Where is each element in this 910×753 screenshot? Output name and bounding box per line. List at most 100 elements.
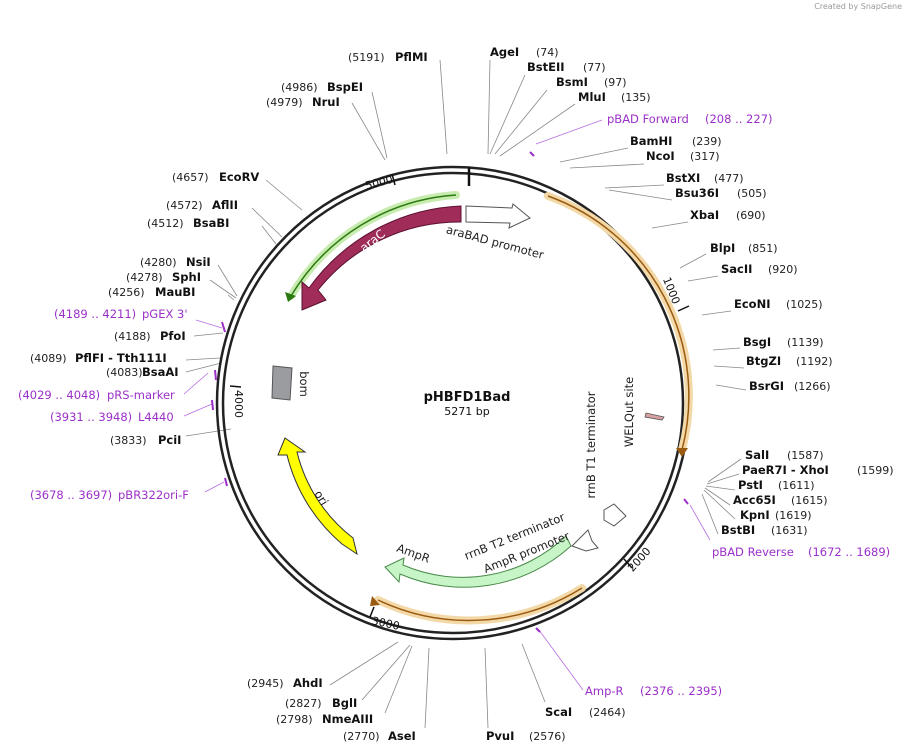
site-name: MauBI	[155, 285, 195, 299]
primer-range: (4029 .. 4048)	[18, 388, 100, 402]
tick-label-4000: 4000	[232, 390, 245, 418]
site-name: PfoI	[160, 329, 186, 343]
site-name: AgeI	[490, 45, 519, 59]
site-pos: (4979)	[266, 96, 303, 109]
site-name: EcoRV	[219, 170, 259, 184]
site-name: PciI	[158, 433, 181, 447]
site-pos: (4986)	[281, 81, 318, 94]
site-pos: (2464)	[589, 706, 626, 719]
site-pos: (4657)	[172, 171, 209, 184]
site-name: BsaAI	[142, 365, 179, 379]
site-pos: (2827)	[285, 697, 322, 710]
site-name: BsrGI	[749, 379, 784, 393]
site-name: EcoNI	[734, 297, 770, 311]
araC-feature[interactable]	[301, 205, 462, 311]
primer-name: pRS-marker	[107, 388, 175, 402]
site-pos: (4280)	[140, 256, 177, 269]
backbone-inner	[221, 171, 685, 635]
site-pos: (2770)	[343, 730, 380, 743]
orange-track-2-arrow	[370, 596, 380, 606]
site-pos: (1266)	[794, 380, 831, 393]
site-name: BstEII	[527, 60, 565, 74]
site-pos: (1631)	[771, 524, 808, 537]
green-track	[290, 194, 457, 297]
orange-track-2	[377, 587, 583, 622]
primer-labels: pBAD Forward (208 .. 227) pBAD Reverse (…	[18, 112, 890, 698]
site-pos: (1619)	[775, 509, 812, 522]
primer-range: (1672 .. 1689)	[808, 545, 890, 559]
site-name: PflFI - Tth111I	[75, 351, 167, 365]
bom-label: bom	[297, 371, 311, 397]
site-pos: (4512)	[147, 217, 184, 230]
site-name: PstI	[738, 478, 763, 492]
site-pos: (135)	[621, 91, 651, 104]
bom-feature[interactable]	[271, 365, 293, 401]
araBAD-promoter-feature[interactable]	[465, 203, 531, 229]
site-name: XbaI	[690, 208, 719, 222]
site-pos: (2576)	[529, 730, 566, 743]
primer-range: (3678 .. 3697)	[30, 488, 112, 502]
snapgene-credit: Created by SnapGene	[814, 2, 902, 11]
site-pos: (2798)	[276, 713, 313, 726]
site-pos: (1192)	[796, 355, 833, 368]
position-ticks	[229, 173, 690, 618]
primer-range: (208 .. 227)	[705, 112, 773, 126]
rrnB-T1-terminator-label: rrnB T1 terminator	[584, 391, 598, 498]
site-pos: (97)	[604, 76, 627, 89]
site-name: AseI	[388, 729, 416, 743]
site-pos: (2945)	[247, 677, 284, 690]
site-name: NmeAIII	[322, 712, 373, 726]
primer-name: L4440	[138, 410, 174, 424]
orange-track-1-arrow	[676, 448, 688, 457]
site-name: BspEI	[327, 80, 363, 94]
site-name: SacII	[721, 262, 752, 276]
ampR-promoter-feature[interactable]	[571, 529, 599, 552]
site-name: MluI	[578, 90, 606, 104]
site-name: KpnI	[740, 508, 770, 522]
primer-name: pBR322ori-F	[118, 488, 189, 502]
plasmid-size: 5271 bp	[444, 405, 489, 418]
site-name: SphI	[172, 270, 201, 284]
site-pos: (4572)	[166, 199, 203, 212]
site-pos: (4278)	[126, 271, 163, 284]
site-pos: (1599)	[857, 464, 894, 477]
site-pos: (690)	[736, 209, 766, 222]
site-pos: (477)	[714, 172, 744, 185]
restriction-sites: (5191) PflMI AgeI (74) BstEII (77) BsmI …	[30, 45, 894, 743]
site-name: BtgZI	[746, 354, 781, 368]
site-name: BlpI	[710, 241, 735, 255]
site-pos: (851)	[748, 242, 778, 255]
site-name: AhdI	[293, 676, 323, 690]
site-pos: (317)	[690, 150, 720, 163]
site-name: BsmI	[556, 75, 588, 89]
site-pos: (1025)	[786, 298, 823, 311]
site-pos: (1587)	[787, 449, 824, 462]
rrnB-T1-feature[interactable]	[603, 503, 627, 527]
site-pos: (3833)	[110, 434, 147, 447]
site-pos: (4188)	[114, 330, 151, 343]
primer-connectors	[183, 119, 711, 691]
ampR-feature[interactable]	[384, 535, 572, 588]
site-name: BglI	[332, 696, 357, 710]
site-connectors	[185, 59, 747, 729]
site-name: BsaBI	[193, 216, 229, 230]
tick-label-3000: 3000	[371, 614, 401, 633]
site-name: BstXI	[666, 171, 700, 185]
site-name: BsgI	[743, 335, 771, 349]
site-name: Bsu36I	[675, 186, 719, 200]
site-name: NruI	[312, 95, 340, 109]
tick-label-5000: 5000	[364, 173, 394, 193]
primer-name: pGEX 3'	[142, 307, 188, 321]
ori-feature[interactable]	[277, 437, 358, 556]
araBAD-promoter-label: araBAD promoter	[445, 222, 546, 262]
site-name: NcoI	[646, 149, 675, 163]
site-name: NsiI	[186, 255, 211, 269]
site-name: PaeR7I - XhoI	[742, 463, 829, 477]
site-pos: (1611)	[778, 479, 815, 492]
site-name: ScaI	[545, 705, 572, 719]
site-name: AflII	[212, 198, 238, 212]
primer-name: pBAD Forward	[607, 112, 689, 126]
site-name: Acc65I	[733, 493, 776, 507]
site-pos: (4089)	[30, 352, 67, 365]
